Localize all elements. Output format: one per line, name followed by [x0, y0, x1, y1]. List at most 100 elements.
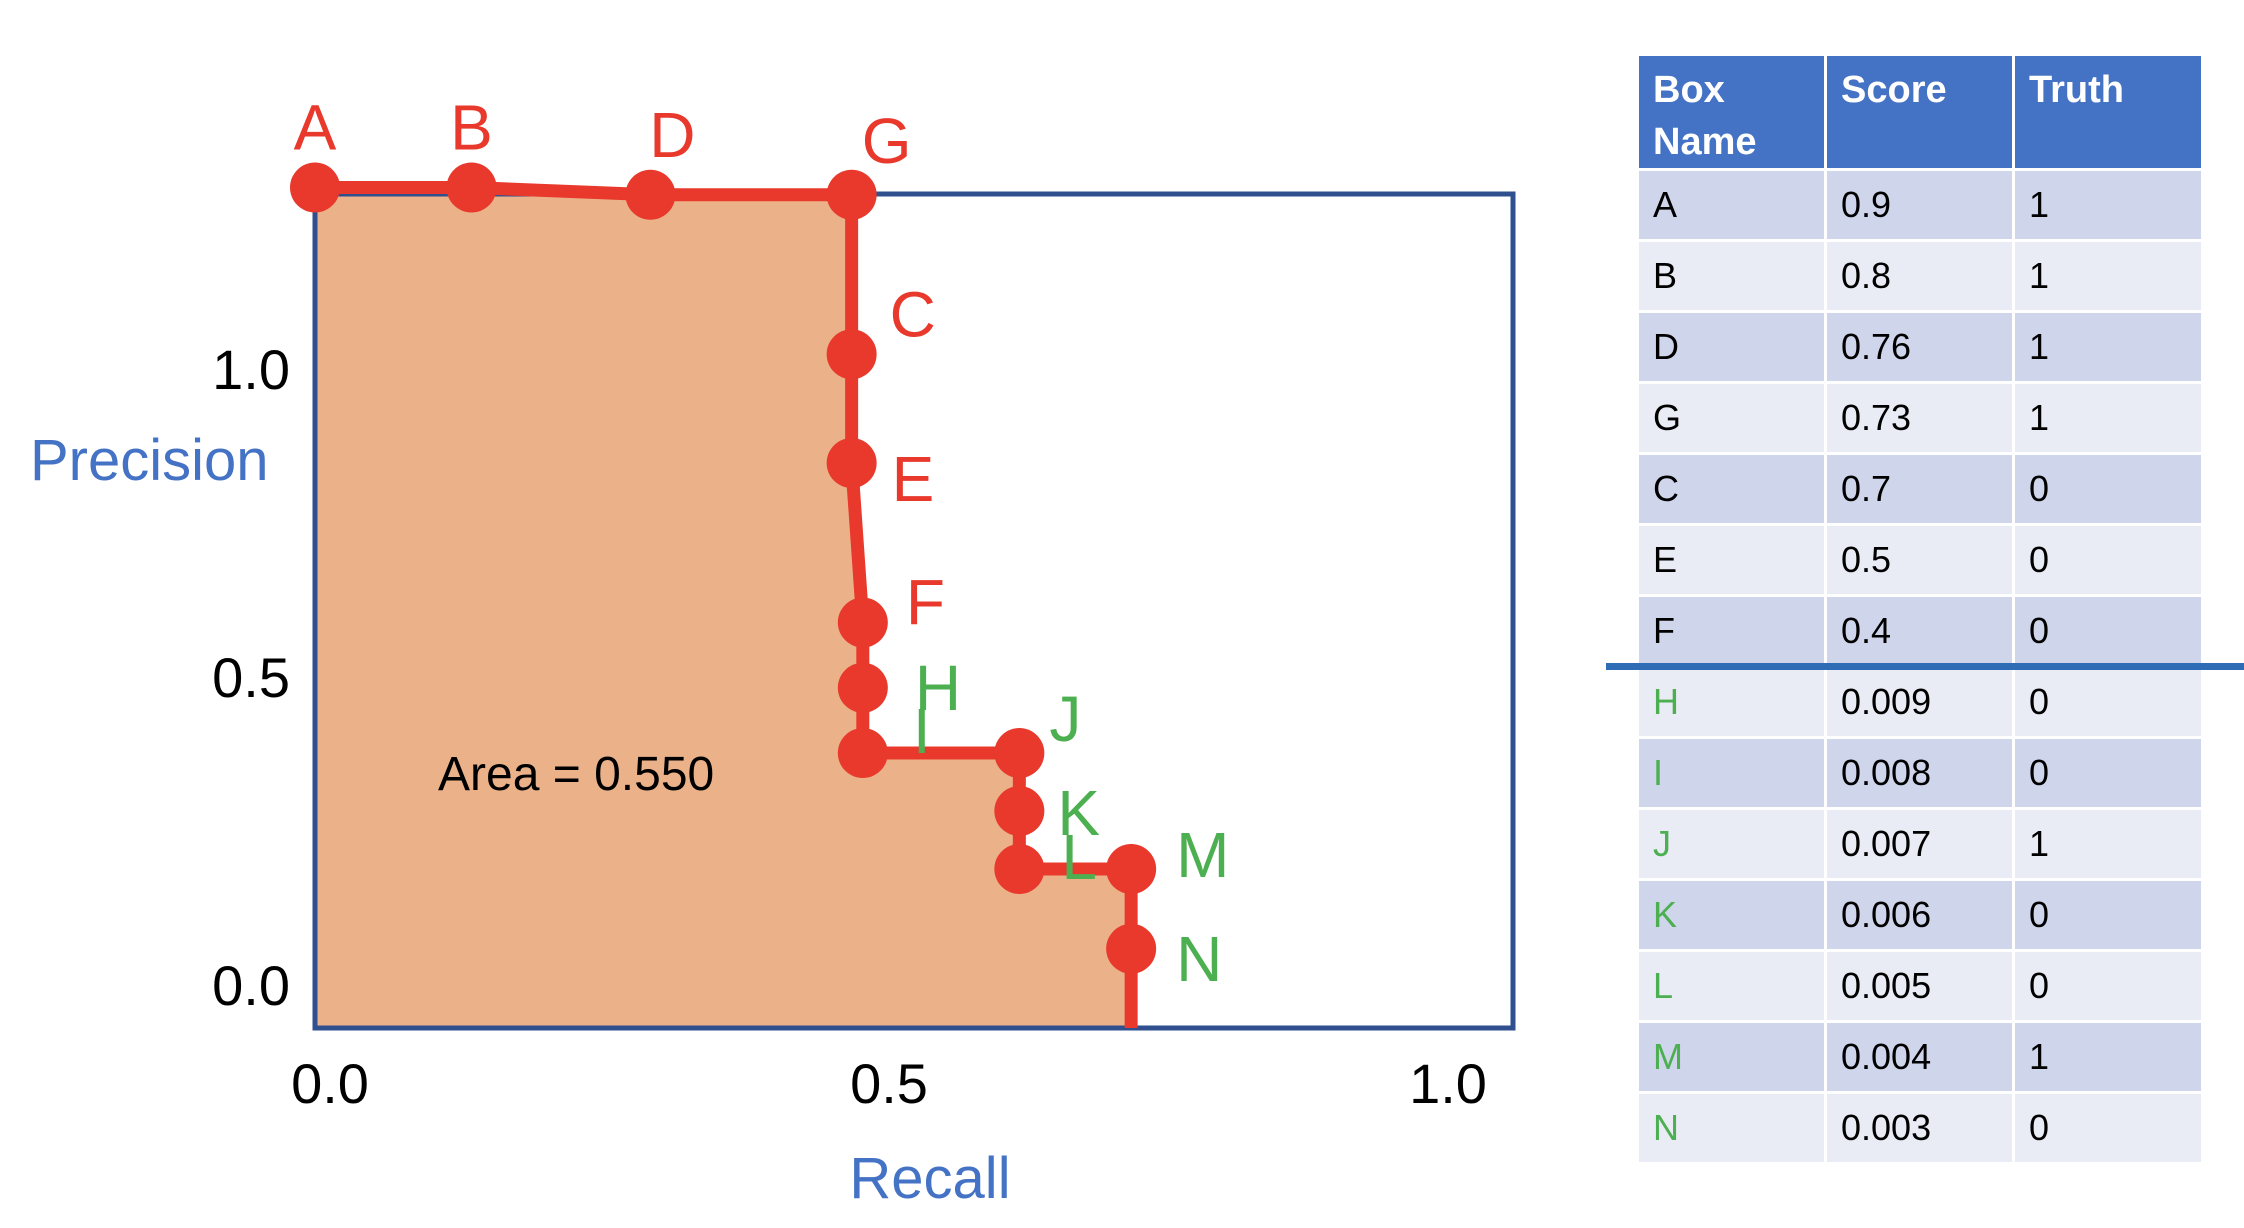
y-tick-label: 0.0 [212, 954, 290, 1017]
cell-score: 0.008 [1824, 736, 2015, 810]
cell-truth: 0 [2012, 452, 2204, 526]
cell-score: 0.4 [1824, 594, 2015, 668]
cell-score: 0.005 [1824, 949, 2015, 1023]
cell-box-name: G [1636, 381, 1827, 455]
point-label-i: I [913, 695, 931, 767]
cell-score: 0.003 [1824, 1091, 2015, 1165]
cell-box-name: E [1636, 523, 1827, 597]
cell-box-name: F [1636, 594, 1827, 668]
point-label-c: C [890, 278, 936, 350]
plot-frame [312, 191, 1516, 1031]
cell-truth: 0 [2012, 1091, 2204, 1165]
cell-box-name: K [1636, 878, 1827, 952]
cell-box-name: J [1636, 807, 1827, 881]
point-l [994, 844, 1045, 894]
cell-score: 0.9 [1824, 168, 2015, 242]
cell-box-name: B [1636, 239, 1827, 313]
cell-score: 0.007 [1824, 807, 2015, 881]
cell-truth: 0 [2012, 736, 2204, 810]
cell-box-name: I [1636, 736, 1827, 810]
threshold-line [1606, 663, 2244, 670]
cell-box-name: N [1636, 1091, 1827, 1165]
cell-truth: 0 [2012, 949, 2204, 1023]
cell-box-name: H [1636, 665, 1827, 739]
cell-box-name: D [1636, 310, 1827, 384]
cell-score: 0.004 [1824, 1020, 2015, 1094]
cell-score: 0.7 [1824, 452, 2015, 526]
cell-truth: 1 [2012, 239, 2204, 313]
cell-truth: 1 [2012, 807, 2204, 881]
x-tick-label: 1.0 [1409, 1052, 1487, 1115]
area-under-curve [315, 187, 1132, 1028]
cell-truth: 0 [2012, 665, 2204, 739]
cell-truth: 1 [2012, 310, 2204, 384]
point-e [826, 438, 877, 488]
point-n [1106, 923, 1157, 974]
cell-box-name: C [1636, 452, 1827, 526]
point-label-f: F [906, 567, 945, 639]
point-d [625, 169, 676, 220]
point-h [837, 662, 888, 713]
point-c [826, 329, 877, 380]
cell-truth: 0 [2012, 523, 2204, 597]
point-f [837, 597, 888, 648]
cell-score: 0.009 [1824, 665, 2015, 739]
point-b [446, 162, 497, 213]
point-g [826, 169, 877, 220]
cell-score: 0.5 [1824, 523, 2015, 597]
point-label-b: B [450, 92, 493, 164]
point-k [994, 786, 1045, 836]
point-m [1106, 844, 1157, 894]
cell-score: 0.76 [1824, 310, 2015, 384]
y-tick-label: 1.0 [212, 338, 290, 401]
cell-box-name: L [1636, 949, 1827, 1023]
table-header-row: Box Name Score Truth [1636, 53, 2204, 171]
x-axis-label: Recall [849, 1146, 1010, 1211]
cell-truth: 1 [2012, 381, 2204, 455]
x-tick-label: 0.0 [291, 1052, 369, 1115]
point-i [837, 728, 888, 778]
cell-truth: 1 [2012, 1020, 2204, 1094]
header-score: Score [1824, 53, 2015, 171]
x-tick-label: 0.5 [850, 1052, 928, 1115]
cell-score: 0.8 [1824, 239, 2015, 313]
point-label-k: K [1057, 777, 1100, 849]
cell-truth: 0 [2012, 878, 2204, 952]
point-label-m: M [1176, 819, 1229, 891]
header-truth: Truth [2012, 53, 2204, 171]
cell-score: 0.73 [1824, 381, 2015, 455]
cell-truth: 1 [2012, 168, 2204, 242]
cell-truth: 0 [2012, 594, 2204, 668]
point-label-l: L [1061, 821, 1097, 893]
y-axis-label: Precision [30, 428, 269, 493]
cell-box-name: A [1636, 168, 1827, 242]
point-label-h: H [915, 652, 961, 724]
point-label-e: E [892, 443, 935, 515]
cell-box-name: M [1636, 1020, 1827, 1094]
point-label-a: A [294, 92, 337, 164]
point-label-j: J [1049, 683, 1081, 755]
header-box-name: Box Name [1636, 53, 1827, 171]
point-a [290, 162, 340, 213]
area-annotation: Area = 0.550 [438, 748, 714, 801]
cell-score: 0.006 [1824, 878, 2015, 952]
point-label-d: D [649, 99, 695, 171]
y-tick-label: 0.5 [212, 646, 290, 709]
point-label-g: G [862, 105, 912, 177]
